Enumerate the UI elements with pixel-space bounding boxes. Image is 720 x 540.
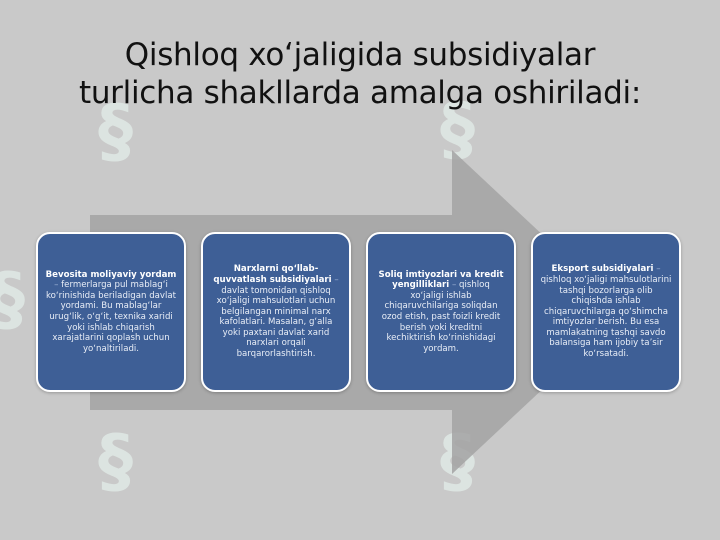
card-tax-credit-relief: Soliq imtiyozlari va kredit yengilliklar…	[366, 232, 516, 392]
card-body: Narxlarni qo‘llab-quvvatlash subsidiyala…	[210, 264, 342, 359]
card-direct-financial-aid: Bevosita moliyaviy yordam – fermerlarga …	[36, 232, 186, 392]
card-dash: –	[331, 274, 339, 285]
card-heading: Bevosita moliyaviy yordam	[45, 269, 177, 280]
card-body: Eksport subsidiyalari – qishloq xo‘jalig…	[540, 264, 672, 359]
card-heading: Soliq imtiyozlari va kredit yengilliklar…	[378, 269, 504, 291]
title-line-2: turlicha shakllarda amalga oshiriladi:	[78, 75, 642, 111]
card-heading: Eksport subsidiyalari	[551, 264, 654, 275]
title-line-1: Qishloq xo‘jaligida subsidiyalar	[124, 37, 596, 73]
card-dash: –	[449, 280, 460, 291]
card-body: Bevosita moliyaviy yordam – fermerlarga …	[45, 270, 177, 355]
card-text: qishloq xo‘jaligi ishlab chiqaruvchilari…	[381, 280, 501, 354]
page-title: Qishloq xo‘jaligida subsidiyalar turlich…	[20, 36, 700, 112]
card-body: Soliq imtiyozlari va kredit yengilliklar…	[375, 270, 507, 355]
card-text: fermerlarga pul mablag‘i ko‘rinishida be…	[45, 280, 177, 354]
arrow-shape	[90, 150, 625, 474]
card-dash: –	[54, 280, 62, 291]
card-price-support: Narxlarni qo‘llab-quvvatlash subsidiyala…	[201, 232, 351, 392]
card-text: davlat tomonidan qishloq xo‘jaligi mahsu…	[216, 285, 336, 360]
card-export-subsidies: Eksport subsidiyalari – qishloq xo‘jalig…	[531, 232, 681, 392]
card-heading: Narxlarni qo‘llab-quvvatlash subsidiyala…	[213, 264, 332, 285]
card-dash: –	[653, 264, 661, 275]
card-text: qishloq xo‘jaligi mahsulotlarini tashqi …	[540, 274, 672, 360]
